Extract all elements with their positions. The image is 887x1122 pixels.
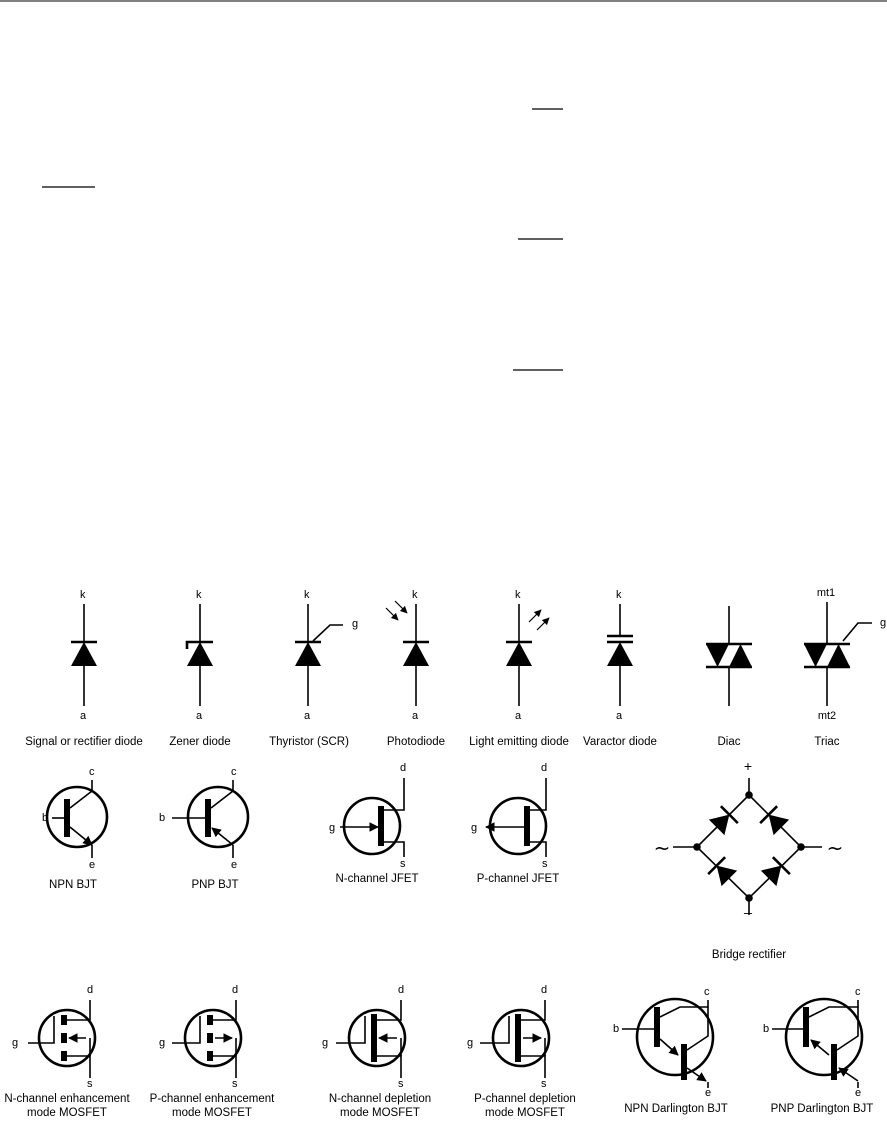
bridge-plus: + (744, 758, 752, 774)
label-diac: Diac (717, 736, 740, 748)
n-jfet-symbol: d g s N-channel JFET (329, 762, 419, 885)
pin-c: c (89, 766, 95, 778)
p-jfet-symbol: d g s P-channel JFET (471, 762, 559, 885)
diac-symbol: Diac (706, 606, 752, 748)
pin-c: c (231, 766, 237, 778)
pin-b: b (763, 1023, 769, 1035)
pnp-darlington-symbol: c b e PNP Darlington BJT (763, 986, 873, 1115)
pin-g: g (329, 822, 335, 834)
label-p-jfet: P-channel JFET (477, 873, 559, 885)
pin-g: g (467, 1037, 473, 1049)
pin-e: e (231, 859, 237, 871)
pin-k: k (80, 589, 86, 601)
pin-d: d (541, 984, 547, 996)
pin-d: d (87, 984, 93, 996)
label-thyristor: Thyristor (SCR) (269, 736, 349, 748)
led-symbol: k a Light emitting diode (469, 589, 569, 748)
pin-k: k (304, 589, 310, 601)
pin-k: k (515, 589, 521, 601)
label-led: Light emitting diode (469, 736, 569, 748)
label-ndep-line1: N-channel depletion (329, 1093, 431, 1105)
npn-bjt-symbol: b c e NPN BJT (42, 766, 109, 891)
pin-d: d (400, 762, 406, 774)
pin-e: e (89, 859, 95, 871)
pin-d: d (232, 984, 238, 996)
p-dep-mosfet-symbol: d g s P-channel depletion mode MOSFET (467, 984, 576, 1119)
varactor-symbol: k a Varactor diode (583, 589, 657, 748)
pin-g: g (471, 822, 477, 834)
pin-c: c (855, 986, 861, 998)
label-penh-line1: P-channel enhancement (150, 1093, 275, 1105)
pin-e: e (855, 1087, 861, 1099)
label-nenh-line1: N-channel enhancement (4, 1093, 130, 1105)
label-zener-diode: Zener diode (169, 736, 230, 748)
pin-b: b (159, 812, 165, 824)
pin-g: g (352, 618, 358, 630)
bridge-ac-right: ~ (827, 836, 844, 860)
label-npn-darlington: NPN Darlington BJT (624, 1103, 728, 1115)
pin-e: e (705, 1087, 711, 1099)
label-n-jfet: N-channel JFET (335, 873, 418, 885)
triac-symbol: mt1 g mt2 Triac (804, 587, 886, 748)
pin-s: s (87, 1078, 93, 1090)
label-nenh-line2: mode MOSFET (27, 1107, 107, 1119)
pin-s: s (542, 858, 548, 870)
pnp-bjt-symbol: b c e PNP BJT (159, 766, 250, 891)
n-enh-mosfet-symbol: d g s N-channel enhancement mode MOSFET (4, 984, 130, 1119)
pin-s: s (541, 1078, 547, 1090)
pin-b: b (42, 812, 48, 824)
bridge-ac-left: ~ (654, 836, 671, 860)
pin-a: a (304, 710, 311, 722)
pin-a: a (80, 710, 87, 722)
signal-diode-symbol: k a Signal or rectifier diode (25, 589, 143, 748)
label-npn-bjt: NPN BJT (49, 879, 97, 891)
pin-g: g (12, 1037, 18, 1049)
pin-k: k (616, 589, 622, 601)
pin-d: d (398, 984, 404, 996)
pin-a: a (196, 710, 203, 722)
pin-s: s (400, 858, 406, 870)
pin-g: g (159, 1037, 165, 1049)
pin-g: g (880, 617, 886, 629)
pin-c: c (704, 986, 710, 998)
pin-k: k (196, 589, 202, 601)
label-signal-diode: Signal or rectifier diode (25, 736, 143, 748)
pin-a: a (616, 710, 623, 722)
pin-mt1: mt1 (817, 587, 835, 599)
label-pnp-darlington: PNP Darlington BJT (771, 1103, 874, 1115)
photodiode-symbol: k a Photodiode (385, 589, 445, 748)
bridge-rectifier-symbol: + _ ~ ~ Bridge rectifie (654, 758, 844, 961)
n-dep-mosfet-symbol: d g s N-channel depletion mode MOSFET (322, 984, 431, 1119)
zener-diode-symbol: k a Zener diode (169, 589, 230, 748)
pin-a: a (412, 710, 419, 722)
pin-b: b (613, 1023, 619, 1035)
label-pnp-bjt: PNP BJT (191, 879, 238, 891)
label-pdep-line1: P-channel depletion (474, 1093, 576, 1105)
pin-s: s (398, 1078, 404, 1090)
p-enh-mosfet-symbol: d g s P-channel enhancement mode MOSFET (150, 984, 275, 1119)
label-ndep-line2: mode MOSFET (340, 1107, 420, 1119)
pin-mt2: mt2 (818, 710, 836, 722)
label-varactor: Varactor diode (583, 736, 657, 748)
label-bridge-rectifier: Bridge rectifier (712, 949, 786, 961)
pin-k: k (412, 589, 418, 601)
label-photodiode: Photodiode (387, 736, 445, 748)
pin-a: a (515, 710, 522, 722)
pin-d: d (541, 762, 547, 774)
pin-g: g (322, 1037, 328, 1049)
label-pdep-line2: mode MOSFET (485, 1107, 565, 1119)
label-penh-line2: mode MOSFET (172, 1107, 252, 1119)
bridge-minus: _ (743, 898, 752, 914)
npn-darlington-symbol: c b e NPN Darlington BJT (613, 986, 728, 1115)
label-triac: Triac (814, 736, 839, 748)
pin-s: s (232, 1078, 238, 1090)
thyristor-symbol: k g a Thyristor (SCR) (269, 589, 358, 748)
